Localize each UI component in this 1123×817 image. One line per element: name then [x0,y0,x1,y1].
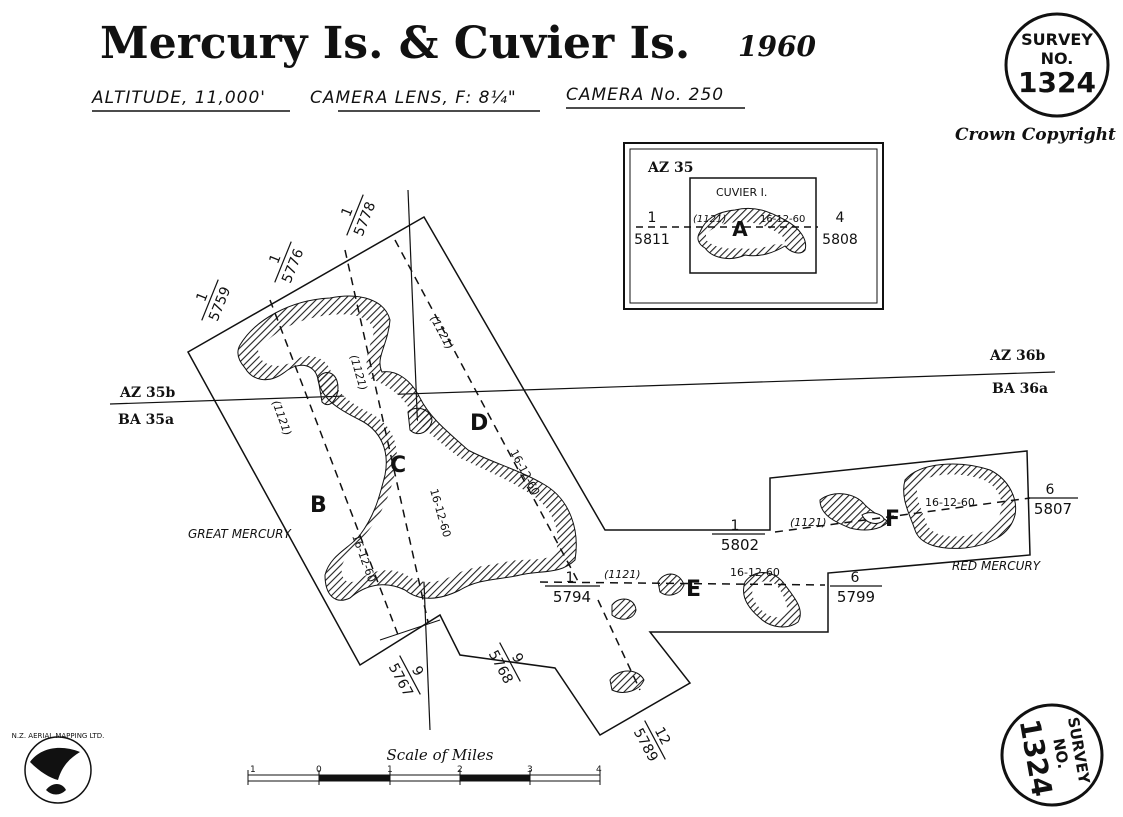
scale-tick-0: 1 [250,765,256,775]
survey-badge-bottom-line2: NO. [1049,737,1072,770]
print-label-5778: 1 5778 [338,194,379,239]
strip-f-scale: (1121) [790,516,827,529]
print-5794-run: 1 [566,570,575,586]
print-label-5802: 1 5802 [712,518,765,554]
survey-badge-number: 1324 [1018,66,1096,99]
strip-e-date: 16-12-60 [730,566,780,579]
strip-d-letter: D [470,411,488,436]
great-mercury-islet [317,372,339,406]
print-label-5768: 9 5768 [485,642,526,687]
islet-e-far-south [609,670,645,693]
strip-d-scale: (1121) [427,313,456,351]
inset-left-print: 5811 [634,232,670,248]
altitude-label: ALTITUDE, 11,000' [91,88,266,108]
map-title: Mercury Is. & Cuvier Is. [100,18,690,69]
strip-b-scale: (1121) [269,399,294,438]
camera-lens-label: CAMERA LENS, F: 8¼" [310,88,517,108]
print-5807-run: 6 [1046,482,1055,498]
strip-f-date: 16-12-60 [925,496,975,509]
print-5807-number: 5807 [1034,500,1072,518]
coverage-inner-edge [379,619,441,641]
inset-az-label: AZ 35 [647,160,693,176]
print-5802-run: 1 [731,518,740,534]
inset-right-run: 4 [836,210,845,226]
survey-badge-bottom-number: 1324 [1013,717,1059,799]
print-label-5759: 1 5759 [193,279,234,324]
strip-a-letter: A [732,217,748,241]
print-5794-number: 5794 [553,588,591,606]
grid-ba-36a: BA 36a [992,381,1048,397]
strip-f-letter: F [885,507,900,532]
scale-tick-1: 0 [316,765,322,775]
grid-az-36b: AZ 36b [989,348,1045,364]
flight-line-d [394,239,581,586]
flight-line-f [774,497,1031,533]
crown-copyright: Crown Copyright [955,125,1116,145]
scale-tick-4: 3 [527,765,533,775]
print-label-5776: 1 5776 [266,241,307,286]
islet-e-south [611,598,637,620]
islet-f-west [819,493,889,531]
strip-e-letter: E [686,577,701,602]
strip-e-scale: (1121) [604,568,641,581]
print-5799-number: 5799 [837,588,875,606]
islet-e-west [657,573,685,596]
inset-right-print: 5808 [822,232,858,248]
place-great-mercury: GREAT MERCURY [188,527,292,541]
print-label-5807: 6 5807 [1028,482,1078,518]
inset-date: 16-12-60 [760,214,805,225]
logo-text: N.Z. AERIAL MAPPING LTD. [12,732,105,740]
aerial-mapping-logo: N.Z. AERIAL MAPPING LTD. [12,732,105,804]
survey-badge-bottom: SURVEY NO. 1324 [1000,703,1104,807]
print-label-5789: 12 5789 [630,720,673,765]
great-mercury-interior [258,314,558,583]
scale-bar: 1 0 1 2 3 4 [247,765,602,785]
grid-line-horizontal [109,371,1056,405]
flight-line-e-south [597,599,641,691]
scale-tick-3: 2 [457,765,463,775]
print-5802-number: 5802 [721,536,759,554]
great-mercury-rock [407,407,433,435]
print-label-5799: 6 5799 [830,570,882,606]
map-year: 1960 [738,30,816,63]
survey-badge-line2: NO. [1041,49,1074,68]
inset-left-run: 1 [648,210,657,226]
flight-line-e [539,581,826,586]
strip-b-letter: B [310,493,327,518]
place-red-mercury: RED MERCURY [952,559,1042,573]
cuvier-inset: AZ 35 CUVIER I. (1121) 16-12-60 A 1 5811… [623,142,884,310]
survey-badge-line1: SURVEY [1021,30,1093,49]
grid-ba-35a: BA 35a [118,412,174,428]
print-5768-number: 5768 [485,648,516,687]
strip-c-letter: C [390,453,406,478]
print-5759-number: 5759 [206,285,234,324]
scale-tick-5: 4 [596,765,602,775]
scale-title: Scale of Miles [387,746,494,764]
print-5799-run: 6 [851,570,860,586]
print-5778-number: 5778 [351,200,379,239]
islet-f-rock [861,512,885,524]
print-label-5794: 1 5794 [545,570,600,606]
print-5767-number: 5767 [385,661,416,700]
scale-tick-2: 1 [387,765,393,775]
survey-badge-top: SURVEY NO. 1324 [1004,12,1110,118]
flight-line-b [269,299,401,641]
inset-island-name: CUVIER I. [716,186,767,199]
inset-scale-ref: (1121) [693,214,726,225]
camera-number-label: CAMERA No. 250 [566,85,724,105]
flight-line-c [344,249,429,623]
grid-az-35b: AZ 35b [119,385,175,401]
print-5776-number: 5776 [279,247,307,286]
coverage-outline [186,215,1031,737]
